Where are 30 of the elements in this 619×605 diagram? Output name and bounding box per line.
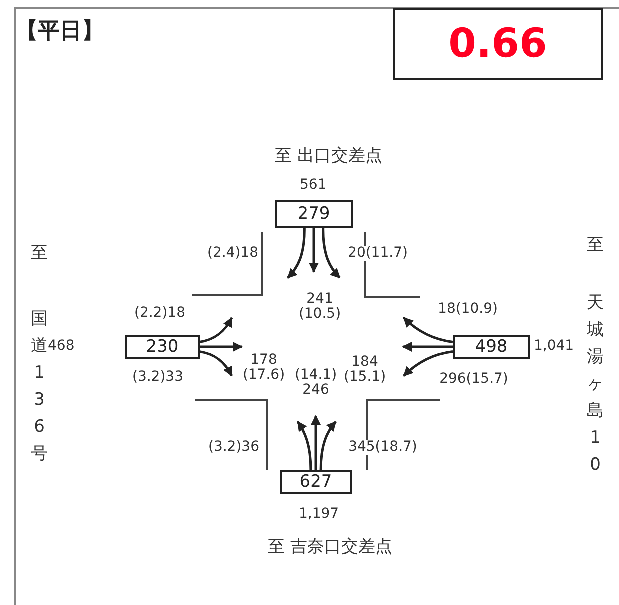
- direction-label: 至 出口交差点: [275, 146, 382, 166]
- arrow: [403, 350, 454, 377]
- arrow: [402, 342, 453, 352]
- ratio-box: 0.66: [393, 8, 603, 80]
- total-volume: 1,041: [534, 339, 574, 354]
- total-volume: 468: [48, 339, 75, 354]
- volume-box: 230: [125, 335, 200, 359]
- total-volume: 1,197: [299, 507, 340, 522]
- edge-label: 345(18.7): [347, 440, 419, 455]
- arrow: [320, 421, 337, 470]
- direction-label: 至 吉奈口交差点: [268, 537, 392, 557]
- direction-label: 至: [30, 242, 49, 265]
- arrow: [322, 228, 341, 279]
- volume-box: 627: [280, 470, 352, 494]
- direction-label: 天城湯ヶ島10: [586, 292, 605, 477]
- total-volume: 561: [300, 178, 327, 193]
- volume-box: 279: [275, 200, 353, 228]
- direction-label: 至: [586, 234, 605, 257]
- arrow: [311, 415, 321, 470]
- direction-label: 国道136号: [30, 308, 48, 466]
- volume-box: 498: [453, 335, 530, 359]
- edge-label: 20(11.7): [346, 246, 410, 261]
- arrow: [200, 317, 234, 344]
- arrow: [309, 228, 319, 273]
- arrow: [403, 317, 454, 344]
- arrow: [200, 350, 234, 377]
- arrow: [200, 342, 243, 352]
- arrow: [287, 228, 306, 279]
- title: 【平日】: [16, 18, 104, 46]
- arrow: [296, 421, 312, 470]
